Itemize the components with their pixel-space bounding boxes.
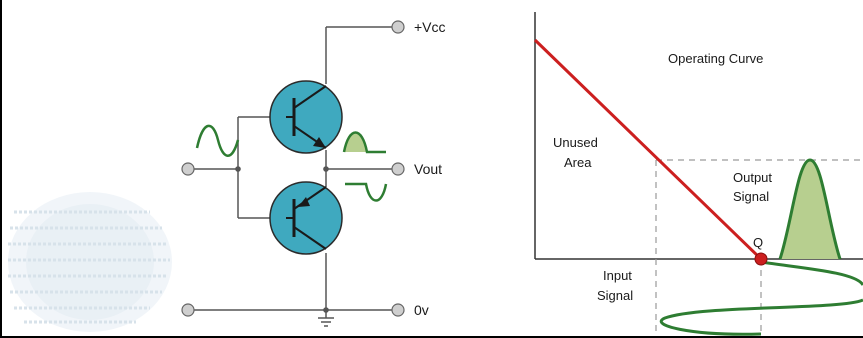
output-signal-label-line2: Signal bbox=[733, 189, 769, 204]
unused-area-label-line2: Area bbox=[564, 155, 592, 170]
output-signal-wave bbox=[778, 158, 842, 260]
input-terminal bbox=[181, 162, 195, 176]
operating-curve-plot bbox=[533, 12, 863, 336]
input-signal-label-line2: Signal bbox=[597, 288, 633, 303]
globe-watermark-icon bbox=[8, 192, 172, 332]
unused-area-label-line1: Unused bbox=[553, 135, 598, 150]
output-signal-label-line1: Output bbox=[733, 170, 772, 185]
q-point-label: Q bbox=[753, 235, 763, 250]
positive-half-wave-icon bbox=[342, 131, 386, 154]
q-point-marker bbox=[754, 252, 768, 266]
input-signal-wave bbox=[659, 260, 863, 336]
npn-transistor-icon bbox=[269, 80, 343, 154]
junction-dot-ground bbox=[323, 307, 329, 313]
pnp-transistor-icon bbox=[269, 181, 343, 255]
ground-label: 0v bbox=[414, 302, 429, 318]
operating-curve-label: Operating Curve bbox=[668, 51, 763, 66]
ground-left-terminal bbox=[181, 303, 195, 317]
vout-terminal bbox=[391, 162, 405, 176]
junction-dot-output bbox=[323, 166, 329, 172]
input-signal-label-line1: Input bbox=[603, 268, 632, 283]
push-pull-circuit bbox=[192, 26, 392, 327]
ground-terminal bbox=[391, 303, 405, 317]
input-sine-icon bbox=[195, 124, 240, 157]
junction-dot-input bbox=[235, 166, 241, 172]
vcc-terminal bbox=[391, 20, 405, 34]
vout-label: Vout bbox=[414, 161, 442, 177]
negative-half-wave-icon bbox=[345, 182, 388, 202]
vcc-label: +Vcc bbox=[414, 19, 446, 35]
load-line bbox=[533, 38, 763, 261]
